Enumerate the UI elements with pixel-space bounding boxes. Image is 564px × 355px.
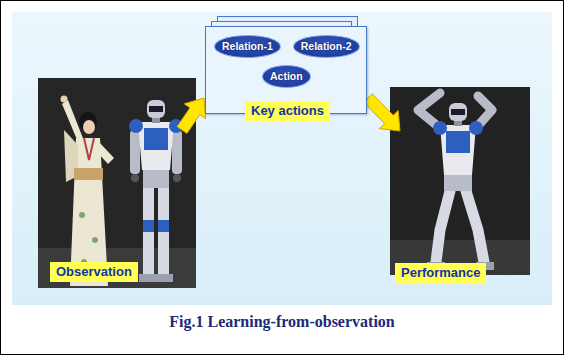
kimono-pattern <box>92 237 98 243</box>
robot-shoulder <box>129 119 143 133</box>
robot-hand <box>173 174 181 182</box>
robot-arm <box>130 130 140 174</box>
photo-floor <box>38 248 196 288</box>
robot-head <box>449 103 467 121</box>
kimono-obi <box>74 168 103 180</box>
dancer-face <box>83 120 95 134</box>
figure-caption: Fig.1 Learning-from-observation <box>169 313 394 330</box>
robot-torso <box>440 125 476 175</box>
robot-hand <box>131 174 139 182</box>
robot-shoulder <box>433 121 447 135</box>
photo-background <box>390 87 530 275</box>
relation-oval: Relation-1 <box>214 35 281 58</box>
photo-frame: Performance <box>390 87 530 275</box>
robot-knee <box>158 220 169 232</box>
robot-hips <box>143 170 169 188</box>
kimono-collar <box>84 138 94 160</box>
kimono-arm <box>97 142 114 164</box>
robot-visor <box>451 109 465 115</box>
robot-knee <box>143 220 154 232</box>
oval-label: Relation-1 <box>222 40 273 53</box>
oval-label: Relation-2 <box>301 40 352 53</box>
photo-background <box>38 78 196 288</box>
oval-label: Action <box>270 70 303 83</box>
tag-label: Performance <box>395 263 486 283</box>
robot-arm <box>172 130 182 174</box>
tag-label: Key actions <box>245 101 330 121</box>
kimono-pattern <box>79 212 85 218</box>
action-oval: Action <box>262 65 311 88</box>
robot-foot <box>139 274 156 282</box>
robot-leg <box>466 191 484 262</box>
robot-foot <box>156 274 173 282</box>
photo-frame: Observation <box>38 78 196 288</box>
robot-leg <box>436 191 450 262</box>
robot-head <box>147 100 165 118</box>
robot-chest <box>144 128 168 150</box>
robot-shoulder <box>469 121 483 135</box>
robot-leg <box>143 188 154 276</box>
tag-label: Observation <box>50 262 138 282</box>
dancer-hand <box>61 96 68 103</box>
robot-torso <box>138 122 174 170</box>
robot-leg <box>158 188 169 276</box>
robot-visor <box>149 106 163 112</box>
robot-hips <box>444 175 472 191</box>
flow-arrow <box>364 94 400 131</box>
caption-row: Fig.1 Learning-from-observation <box>0 313 564 331</box>
robot-chest <box>446 131 470 153</box>
flow-arrow <box>177 98 206 133</box>
relation-oval: Relation-2 <box>293 35 360 58</box>
key-action-card: Key actionsRelation-1Relation-2Action <box>205 26 367 114</box>
